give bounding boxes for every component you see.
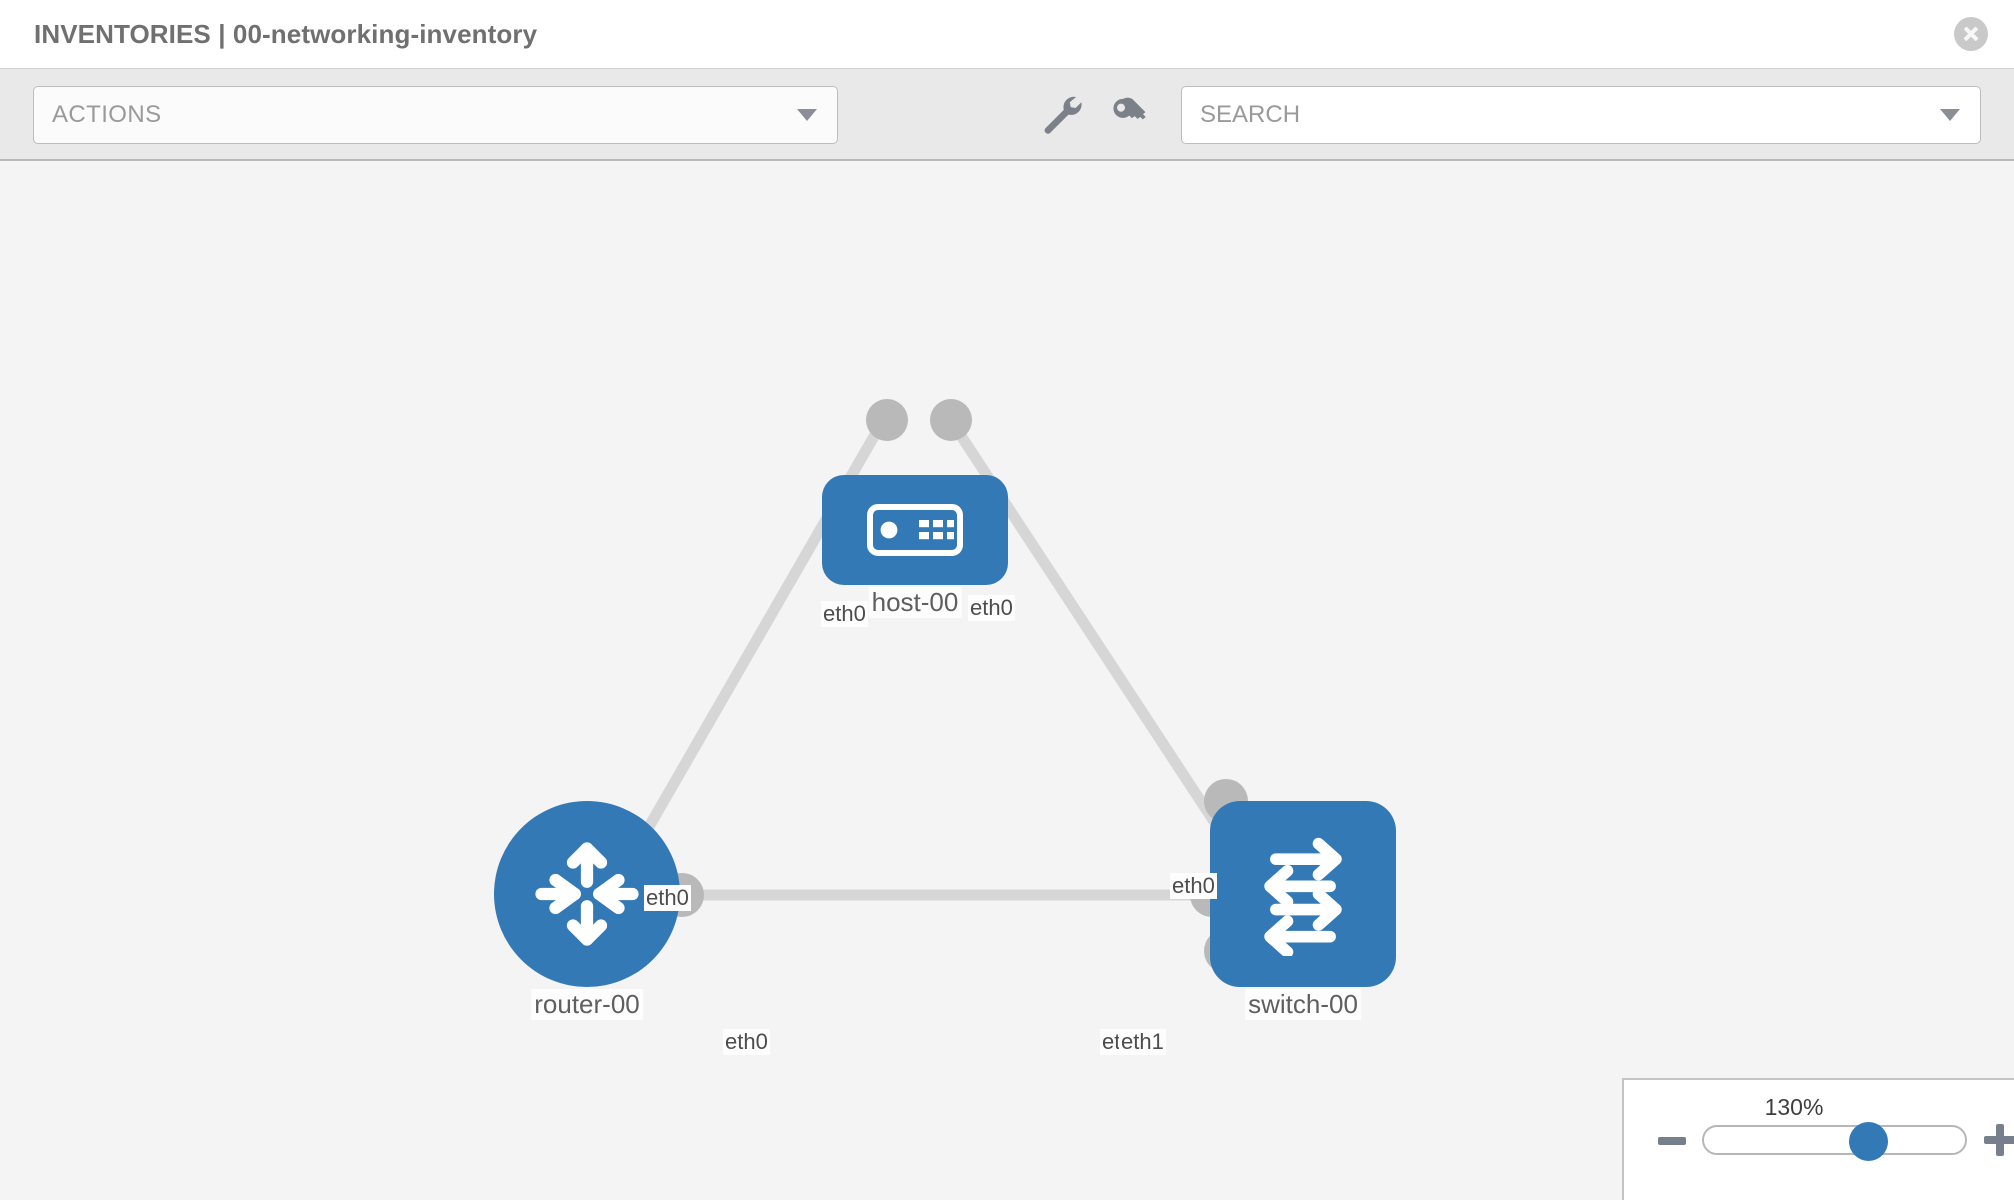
node-label-host-00: host-00 (868, 587, 962, 618)
switch-arrows-icon (1264, 837, 1342, 956)
server-icon (867, 504, 963, 556)
wrench-icon[interactable] (1040, 93, 1084, 137)
router-arrows-icon (535, 842, 639, 946)
topology-node-host-00[interactable]: host-00 (822, 475, 1008, 618)
host-node-shape (822, 475, 1008, 585)
interface-nub[interactable] (930, 399, 972, 441)
edge-label-interface: eth0 (968, 595, 1015, 621)
search-input[interactable] (1182, 87, 1922, 143)
actions-dropdown[interactable]: ACTIONS (33, 86, 838, 144)
switch-node-shape (1210, 801, 1396, 987)
topology-graph: host-00 router-00 (0, 161, 2014, 1200)
topology-node-switch-00[interactable]: switch-00 (1210, 801, 1396, 1020)
close-icon[interactable] (1954, 17, 1988, 51)
key-icon[interactable] (1108, 93, 1152, 137)
node-label-router-00: router-00 (531, 989, 643, 1020)
zoom-level-label: 130% (1764, 1094, 1824, 1120)
node-label-switch-00: switch-00 (1245, 989, 1361, 1020)
minus-icon[interactable] (1658, 1137, 1686, 1145)
zoom-slider-thumb[interactable] (1848, 1122, 1888, 1161)
topology-canvas[interactable]: host-00 router-00 (0, 161, 2014, 1200)
search-chevron-down-icon[interactable] (1940, 109, 1960, 121)
edge-label-interface: eth0 (1170, 873, 1217, 899)
edge-label-interface: eth1 (1119, 1029, 1166, 1055)
chevron-down-icon (797, 109, 817, 121)
page-header: INVENTORIES | 00-networking-inventory (0, 0, 2014, 68)
topology-edges (615, 415, 1245, 901)
edge-label-interface: eth0 (821, 601, 868, 627)
toolbar: ACTIONS (0, 68, 2014, 161)
interface-nub[interactable] (866, 399, 908, 441)
search-field[interactable] (1181, 86, 1981, 144)
zoom-slider[interactable] (1702, 1122, 1967, 1161)
edge-label-interface: eth0 (723, 1029, 770, 1055)
page-title: INVENTORIES | 00-networking-inventory (34, 18, 538, 49)
plus-icon[interactable] (1984, 1124, 2014, 1156)
actions-dropdown-label: ACTIONS (52, 101, 162, 128)
zoom-control-panel: 130% (1622, 1078, 2014, 1200)
edge-label-interface: eth0 (644, 885, 691, 911)
